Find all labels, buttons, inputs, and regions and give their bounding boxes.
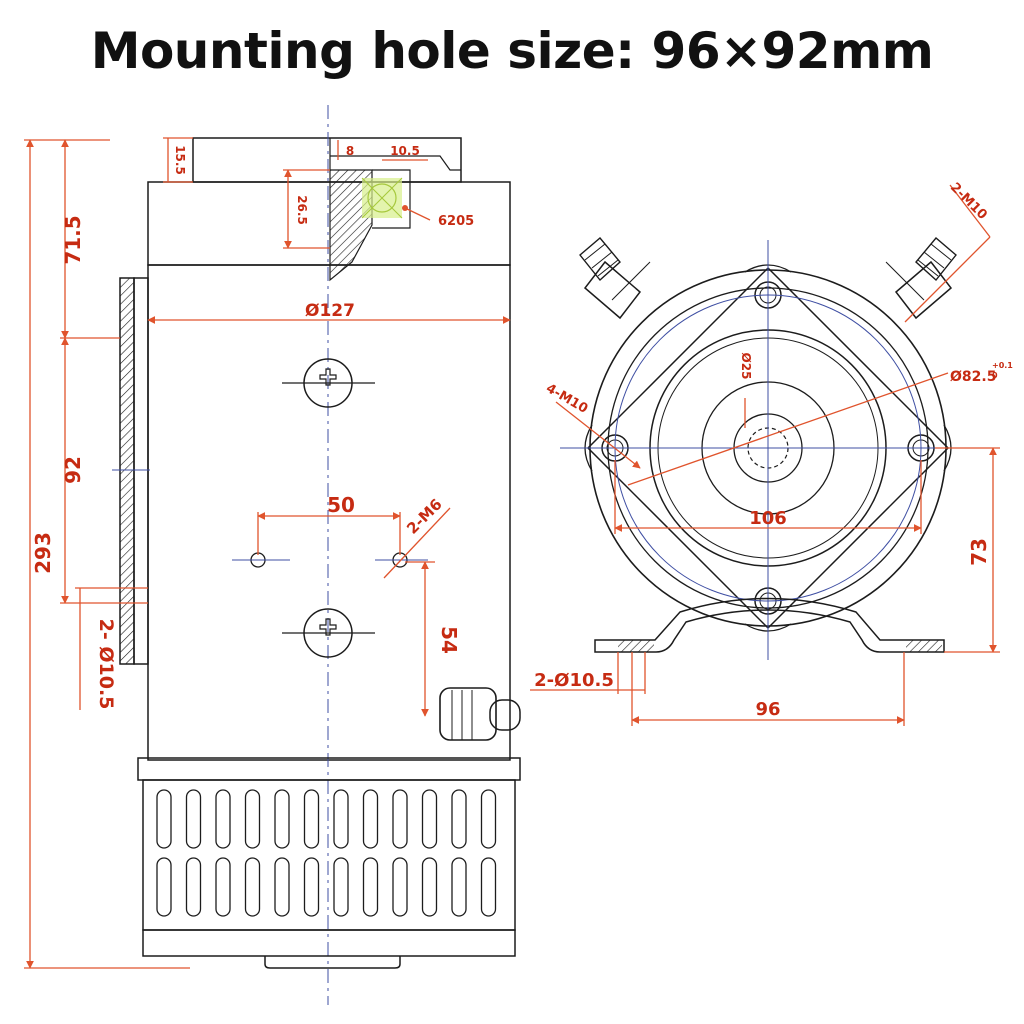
end-cover-rim <box>137 757 521 781</box>
dim-vertical: 73 <box>967 538 991 566</box>
vent-slot <box>303 857 320 917</box>
pcd-tol-upper: +0.1 <box>992 361 1013 370</box>
side-view: 293 71.5 92 2- Ø10.5 15.5 26.5 8 10.5 62… <box>24 105 521 1005</box>
shaft-diameter: Ø25 <box>739 353 753 380</box>
vent-slot <box>451 789 467 849</box>
vent-slot <box>333 857 349 917</box>
pcd-tol-lower: 0 <box>992 371 998 380</box>
dim-hole-offset: 54 <box>437 626 461 654</box>
screw-lower <box>282 608 375 658</box>
vent-slot <box>421 857 438 917</box>
vent-slot <box>362 857 379 917</box>
mounting-feet <box>594 597 945 653</box>
terminal-stud-left <box>579 237 651 320</box>
shaft-section <box>329 169 373 282</box>
vent-slot <box>451 857 467 917</box>
vent-slot <box>303 789 320 849</box>
vent-slot <box>333 789 349 849</box>
dim-top-section: 71.5 <box>61 215 85 264</box>
end-cover <box>142 779 516 931</box>
end-cover-base <box>142 929 516 957</box>
dim-hole-spacing: 50 <box>327 493 355 517</box>
dim-bracket-hole-size: 2- Ø10.5 <box>95 619 117 710</box>
vent-slot <box>392 857 408 917</box>
dim-shaft-step-1: 8 <box>346 144 354 158</box>
dim-cap-height: 15.5 <box>173 145 187 175</box>
vent-slot <box>480 789 497 849</box>
pcd-label: Ø82.5 <box>950 369 996 385</box>
vent-slot <box>215 857 231 917</box>
dim-foot-span: 96 <box>755 699 780 720</box>
vent-slot <box>185 857 202 917</box>
dim-horizontal: 106 <box>749 508 787 529</box>
hole-label: 2-M6 <box>403 495 445 537</box>
page-title: Mounting hole size: 96×92mm <box>90 22 934 80</box>
vent-slot <box>244 857 261 917</box>
dim-bracket-holes: 92 <box>61 456 85 484</box>
end-view: 2-M10 4-M10 Ø25 Ø82.5 +0.1 0 106 73 2-Ø1… <box>530 180 1013 726</box>
vent-slots <box>156 789 497 917</box>
vent-slot <box>274 789 290 849</box>
screw-upper <box>282 358 375 408</box>
dim-diameter: Ø127 <box>305 301 355 321</box>
vent-slot <box>156 857 172 917</box>
dim-total-height: 293 <box>31 532 55 574</box>
terminal-stud-right <box>885 237 957 320</box>
vent-slot <box>480 857 497 917</box>
dim-bearing-depth: 26.5 <box>295 195 309 225</box>
vent-slot <box>244 789 261 849</box>
dim-shaft-step-2: 10.5 <box>390 144 420 158</box>
foot-hatch-right <box>906 640 942 652</box>
vent-slot <box>156 789 172 849</box>
foot-hole-label: 2-Ø10.5 <box>534 670 614 691</box>
vent-slot <box>215 789 231 849</box>
bearing-label: 6205 <box>438 214 474 229</box>
flange-holes-label: 4-M10 <box>543 381 590 417</box>
vent-slot <box>392 789 408 849</box>
vent-slot <box>185 789 202 849</box>
vent-slot <box>421 789 438 849</box>
stud-label: 2-M10 <box>947 180 990 223</box>
cable-gland <box>439 687 521 741</box>
foot-hatch-left <box>618 640 654 652</box>
mounting-bracket <box>119 277 135 665</box>
vent-slot <box>274 857 290 917</box>
vent-slot <box>362 789 379 849</box>
